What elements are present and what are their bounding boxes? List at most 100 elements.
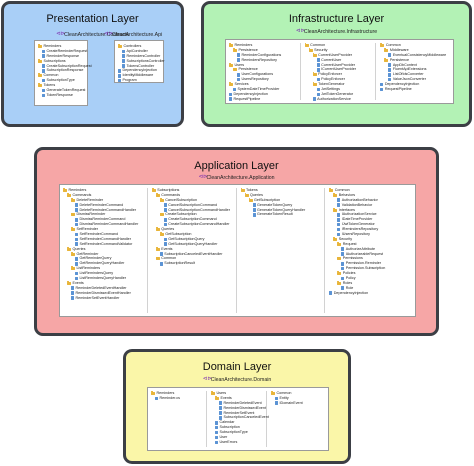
file-row[interactable]: DependencyInjection <box>380 82 452 87</box>
file-row[interactable]: TokenResponse <box>38 93 86 98</box>
folder-row[interactable]: Tokens <box>38 83 86 88</box>
folder-row[interactable]: Queries <box>63 247 147 252</box>
file-row[interactable]: CreateSubscriptionCommandHandler <box>152 222 236 227</box>
file-row[interactable]: Permission.Reminder <box>329 261 414 266</box>
folder-row[interactable]: Reminders <box>38 44 86 49</box>
folder-row[interactable]: Queries <box>241 193 325 198</box>
file-row[interactable]: AuthorizeAttribute <box>329 247 414 252</box>
file-row[interactable]: ReminderConfigurations <box>229 53 300 58</box>
file-row[interactable]: GenerateTokenResult <box>241 212 325 217</box>
file-row[interactable]: IDateTimeProvider <box>329 217 414 222</box>
file-row[interactable]: CreateSubscriptionRequest <box>38 64 92 69</box>
folder-row[interactable]: Behaviors <box>329 193 414 198</box>
file-row[interactable]: CurrentUserProvider <box>305 63 376 68</box>
file-row[interactable]: CancelSubscriptionCommand <box>152 203 236 208</box>
file-row[interactable]: ReminderDeletedEventHandler <box>63 286 147 291</box>
folder-row[interactable]: Common <box>38 73 86 78</box>
folder-row[interactable]: Reminders <box>63 188 147 193</box>
folder-row[interactable]: Queries <box>152 227 236 232</box>
file-row[interactable]: PolicyEnforcer <box>305 77 376 82</box>
folder-row[interactable]: Users <box>211 391 266 396</box>
file-row[interactable]: CancelSubscriptionCommandHandler <box>152 208 236 213</box>
file-row[interactable]: SetReminderCommand <box>63 232 147 237</box>
folder-row[interactable]: Persistence <box>229 48 300 53</box>
file-row[interactable]: DeleteReminderCommand <box>63 203 147 208</box>
folder-row[interactable]: DismissReminder <box>63 212 147 217</box>
folder-row[interactable]: Middleware <box>380 48 452 53</box>
file-row[interactable]: GetReminderQueryHandler <box>63 261 147 266</box>
file-row[interactable]: ReminderDismissedEventHandler <box>63 291 147 296</box>
file-row[interactable]: SetReminderCommandHandler <box>63 237 147 242</box>
folder-row[interactable]: PolicyEnforcer <box>305 72 376 77</box>
folder-row[interactable]: Events <box>211 396 266 401</box>
folder-row[interactable]: GetSubscription <box>152 232 236 237</box>
folder-row[interactable]: Tokens <box>240 188 325 193</box>
file-row[interactable]: AuthorizationService <box>305 97 376 102</box>
file-row[interactable]: SubscriptionResponse <box>38 68 86 73</box>
file-row[interactable]: ListOfIdsConverter <box>380 72 452 77</box>
folder-row[interactable]: Commands <box>63 193 147 198</box>
folder-row[interactable]: Persistence <box>229 67 300 72</box>
file-row[interactable]: IUsersRepository <box>329 232 414 237</box>
file-row[interactable]: RequestPipeline <box>229 97 300 102</box>
file-row[interactable]: AuthorizationBehavior <box>329 198 414 203</box>
file-row[interactable]: GenerateTokenQueryHandler <box>241 208 325 213</box>
folder-row[interactable]: Events <box>152 247 236 252</box>
folder-row[interactable]: CurrentUserProvider <box>305 53 376 58</box>
file-row[interactable]: Role <box>329 286 414 291</box>
folder-row[interactable]: Events <box>63 281 147 286</box>
folder-row[interactable]: Services <box>229 82 300 87</box>
file-row[interactable]: GenerateTokenRequest <box>38 88 86 93</box>
file-row[interactable]: GetSubscriptionQueryHandler <box>152 242 236 247</box>
file-row[interactable]: IRemindersRepository <box>329 227 414 232</box>
file-row[interactable]: DismissReminderCommand <box>63 217 147 222</box>
file-row[interactable]: CreateSubscriptionCommand <box>152 217 236 222</box>
file-row[interactable]: CurrentUser <box>305 58 376 63</box>
file-row[interactable]: ReminderDismissedEvent <box>211 406 266 411</box>
file-row[interactable]: IAuthorizationService <box>329 212 414 217</box>
folder-row[interactable]: Security <box>329 237 414 242</box>
file-row[interactable]: SetReminderCommandValidator <box>63 242 147 247</box>
file-row[interactable]: ReminderSetEvent <box>211 411 266 416</box>
file-row[interactable]: IDomainEvent <box>271 401 327 406</box>
folder-row[interactable]: Subscriptions <box>151 188 236 193</box>
file-row[interactable]: EventualConsistencyMiddleware <box>380 53 452 58</box>
file-row[interactable]: DismissReminderCommandHandler <box>63 222 147 227</box>
file-row[interactable]: UserErrors <box>211 440 266 445</box>
folder-row[interactable]: ListReminders <box>63 266 147 271</box>
file-row[interactable]: UsersRepository <box>229 77 300 82</box>
folder-row[interactable]: CancelSubscription <box>152 198 236 203</box>
file-row[interactable]: JwtSettings <box>305 87 376 92</box>
file-row[interactable]: GetReminderQuery <box>63 256 147 261</box>
file-row[interactable]: SubscriptionResult <box>152 261 236 266</box>
file-row[interactable]: SystemDateTimeProvider <box>229 87 300 92</box>
file-row[interactable]: Subscription <box>211 425 266 430</box>
file-row[interactable]: FluentApiExtensions <box>380 67 452 72</box>
file-row[interactable]: Reminder.cs <box>151 396 206 401</box>
folder-row[interactable]: Users <box>229 63 300 68</box>
file-row[interactable]: RemindersRepository <box>229 58 300 63</box>
folder-row[interactable]: Security <box>305 48 376 53</box>
file-row[interactable]: SubscriptionType <box>211 430 266 435</box>
file-row[interactable]: ListRemindersQueryHandler <box>63 276 147 281</box>
folder-row[interactable]: Roles <box>329 281 414 286</box>
file-row[interactable]: ValidationBehavior <box>329 203 414 208</box>
folder-row[interactable]: Common <box>152 256 236 261</box>
file-row[interactable]: User <box>211 435 266 440</box>
file-row[interactable]: IJwtTokenGenerator <box>329 222 414 227</box>
file-row[interactable]: ListRemindersQuery <box>63 271 147 276</box>
file-row[interactable]: Policy <box>329 276 414 281</box>
folder-row[interactable]: GetReminder <box>63 252 147 257</box>
file-row[interactable]: Calendar <box>211 420 266 425</box>
file-row[interactable]: Permission.Subscription <box>329 266 414 271</box>
folder-row[interactable]: TokenGenerator <box>305 82 376 87</box>
file-row[interactable]: Entity <box>271 396 327 401</box>
file-row[interactable]: ReminderDeletedEvent <box>211 401 266 406</box>
folder-row[interactable]: GetSubscription <box>241 198 325 203</box>
file-row[interactable]: DependencyInjection <box>329 291 414 296</box>
file-row[interactable]: ValueJsonConverter <box>380 77 452 82</box>
file-row[interactable]: ReminderSetEventHandler <box>63 296 147 301</box>
file-row[interactable]: DependencyInjection <box>229 92 300 97</box>
folder-row[interactable]: Policies <box>329 271 414 276</box>
file-row[interactable]: RequestPipeline <box>380 87 452 92</box>
